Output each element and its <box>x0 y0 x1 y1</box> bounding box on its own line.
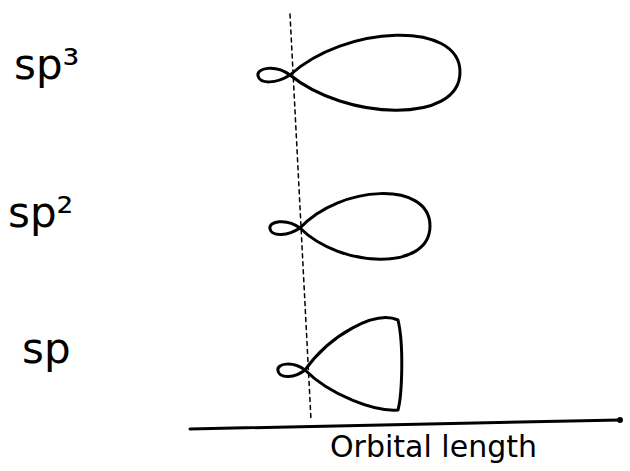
sp-small-lobe <box>278 364 305 376</box>
sp3-large-lobe <box>290 35 460 110</box>
sp2-large-lobe <box>300 194 430 260</box>
sp-large-lobe <box>305 318 402 410</box>
hybrid-label: sp² <box>8 192 73 234</box>
axis-label: Orbital length <box>330 432 537 462</box>
sp3-small-lobe <box>258 68 290 82</box>
length-axis <box>190 420 620 429</box>
reference-line <box>290 14 311 420</box>
sp2-small-lobe <box>270 222 300 235</box>
axis-end-dot <box>617 417 623 423</box>
hybrid-label: sp <box>22 328 71 370</box>
hybrid-label: sp³ <box>14 44 79 86</box>
